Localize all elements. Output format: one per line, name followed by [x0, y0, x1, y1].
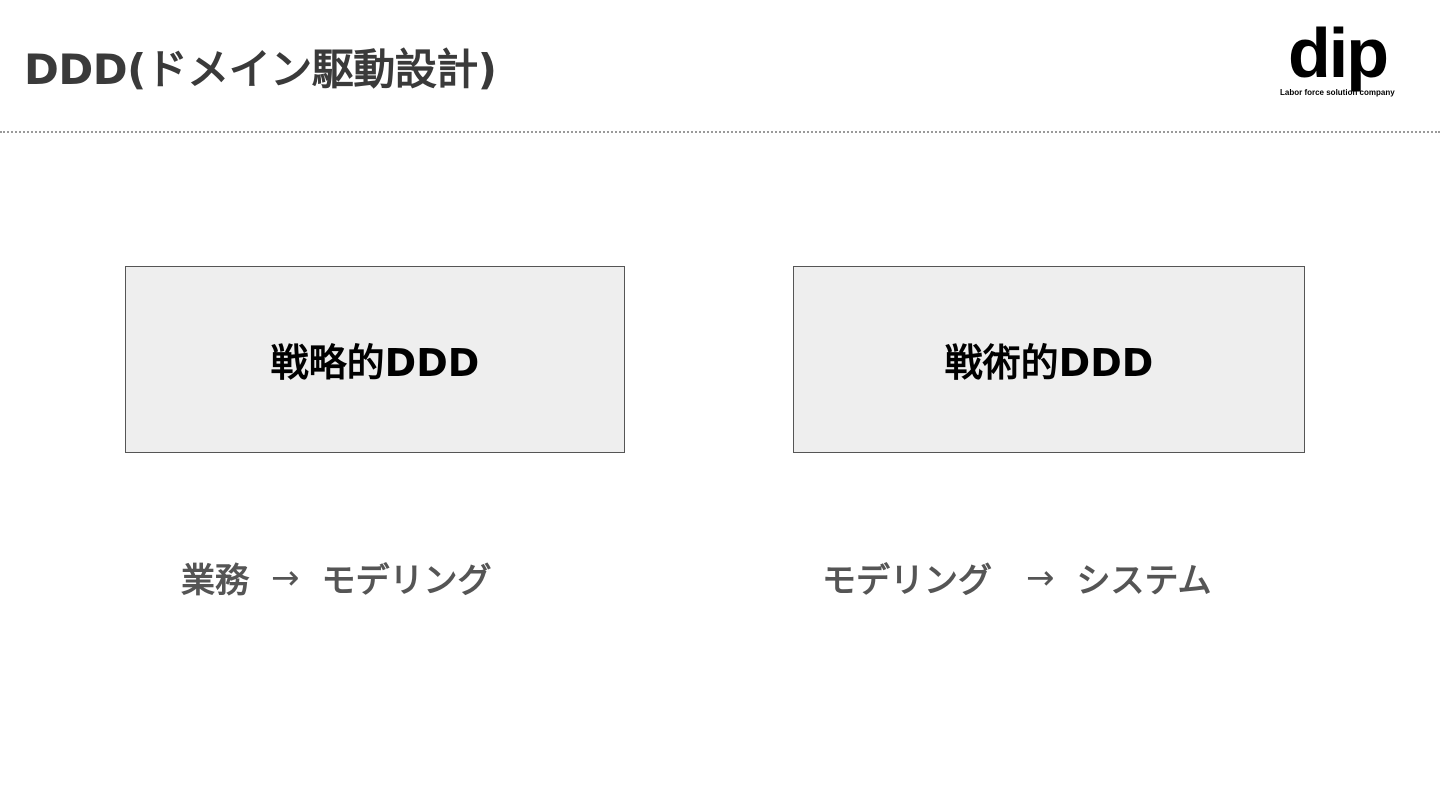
slide-title: DDD(ドメイン駆動設計) [24, 45, 497, 94]
dip-logo: dip Labor force solution company [1270, 16, 1420, 100]
header-divider [0, 131, 1440, 133]
tactical-ddd-label: 戦術的DDD [944, 341, 1154, 385]
logo-wordmark: dip [1288, 14, 1389, 92]
right-arrow-icon: → [1026, 557, 1055, 598]
right-arrow-icon: → [271, 557, 300, 598]
flow-to-label: システム [1076, 561, 1212, 601]
strategic-ddd-box: 戦略的DDD [125, 266, 625, 453]
flow-from-label: モデリング [822, 561, 992, 601]
tactical-ddd-box: 戦術的DDD [793, 266, 1305, 453]
tactical-flow: モデリング → システム [822, 553, 1211, 602]
strategic-ddd-label: 戦略的DDD [270, 341, 480, 385]
flow-from-label: 業務 [181, 561, 249, 601]
logo-tagline: Labor force solution company [1280, 88, 1395, 97]
strategic-flow: 業務 → モデリング [181, 553, 492, 602]
flow-to-label: モデリング [321, 561, 492, 601]
